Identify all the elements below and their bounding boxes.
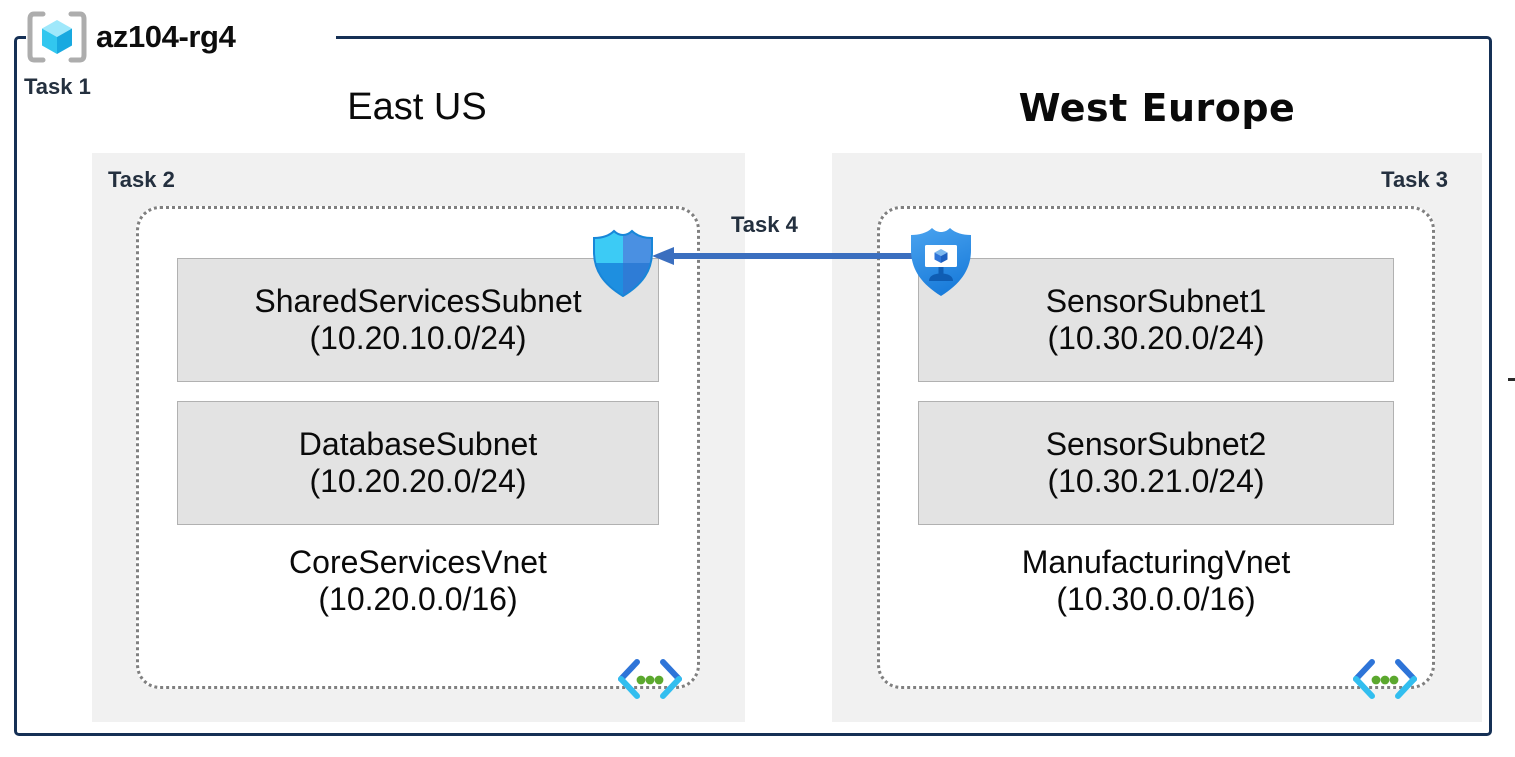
network-security-group-shield-icon: [591, 228, 655, 298]
subnet-name: SensorSubnet1: [1045, 282, 1267, 319]
vnet-name: CoreServicesVnet: [289, 544, 547, 580]
subnet-name: DatabaseSubnet: [298, 425, 538, 462]
task-2-label: Task 2: [108, 167, 175, 192]
subnet-cidr: (10.30.21.0/24): [1047, 463, 1265, 499]
vnet-core-services: SharedServicesSubnet (10.20.10.0/24) Dat…: [136, 206, 700, 699]
subnet-database: DatabaseSubnet (10.20.20.0/24): [177, 401, 659, 525]
vnet-cidr: (10.30.0.0/16): [1056, 581, 1256, 618]
resource-group-name: az104-rg4: [96, 19, 236, 54]
vnet-cidr: (10.20.0.0/16): [318, 581, 518, 618]
subnet-cidr: (10.20.20.0/24): [309, 463, 527, 499]
region-title-east: East US: [347, 86, 487, 128]
resource-group-header: az104-rg4: [26, 10, 236, 64]
vnet-manufacturing: SensorSubnet1 (10.30.20.0/24) SensorSubn…: [877, 206, 1435, 699]
subnet-cidr: (10.20.10.0/24): [309, 320, 527, 356]
subnet-name: SensorSubnet2: [1045, 425, 1267, 462]
region-title-west: West Europe: [1018, 86, 1296, 130]
task-3-label: Task 3: [1381, 167, 1448, 192]
resource-group-title-gap: [26, 22, 336, 52]
resource-group-boundary: [14, 36, 1492, 736]
task-4-label: Task 4: [731, 212, 798, 237]
subnet-sensor-2: SensorSubnet2 (10.30.21.0/24): [918, 401, 1394, 525]
subnet-sensor-1: SensorSubnet1 (10.30.20.0/24): [918, 258, 1394, 382]
subnet-shared-services: SharedServicesSubnet (10.20.10.0/24): [177, 258, 659, 382]
subnet-name: SharedServicesSubnet: [254, 282, 582, 319]
vnet-peering-arrow: [650, 243, 925, 269]
vnet-name: ManufacturingVnet: [1021, 544, 1291, 580]
task-1-label: Task 1: [24, 74, 91, 99]
vnet-caption-west: ManufacturingVnet (10.30.0.0/16): [880, 544, 1432, 618]
edge-tick-mark: [1508, 378, 1515, 381]
endpoint-shield-icon: [908, 225, 974, 297]
virtual-network-icon: [617, 658, 683, 702]
region-panel-east: Task 2 SharedServicesSubnet (10.20.10.0/…: [92, 153, 745, 722]
virtual-network-icon: [1352, 658, 1418, 702]
subnet-cidr: (10.30.20.0/24): [1047, 320, 1265, 356]
resource-group-cube-icon: [26, 11, 88, 63]
vnet-caption-east: CoreServicesVnet (10.20.0.0/16): [139, 544, 697, 618]
